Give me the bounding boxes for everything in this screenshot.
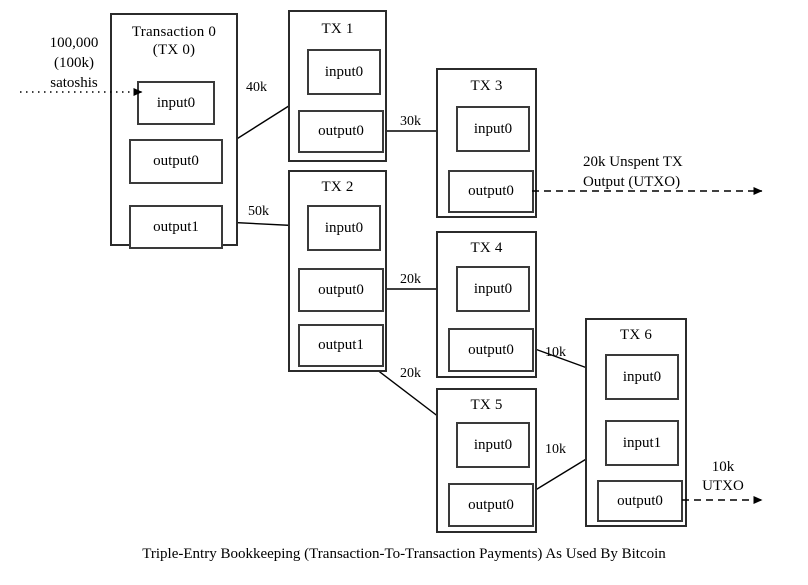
slot-tx2-output1[interactable]: output1	[298, 324, 384, 367]
slot-label: input0	[324, 63, 364, 80]
slot-label: output0	[468, 341, 514, 358]
transaction-title-tx3: TX 3	[470, 78, 503, 94]
transaction-box-tx0[interactable]: Transaction 0 (TX 0) input0 output0 outp…	[110, 13, 238, 249]
slot-tx6-output0[interactable]: output0	[597, 480, 683, 522]
slot-tx5-input0[interactable]: input0	[456, 422, 530, 468]
slot-tx0-input0[interactable]: input0	[137, 81, 215, 125]
utxo-label-tx6-output: 10k UTXO	[702, 459, 744, 494]
slot-tx5-output0[interactable]: output0	[448, 483, 534, 527]
slot-label: output0	[318, 281, 364, 298]
source-amount-label: 100,000 (100k) satoshis	[49, 35, 99, 91]
slot-tx0-output1[interactable]: output1	[129, 205, 223, 249]
slot-tx3-output0[interactable]: output0	[448, 170, 534, 213]
slot-label: input1	[622, 434, 662, 451]
slot-label: output0	[468, 183, 514, 199]
transaction-box-tx2[interactable]: TX 2 input0 output0 output1	[288, 170, 387, 372]
flow-label-tx5-out0-to-tx6: 10k	[545, 442, 566, 457]
flow-label-tx2-out1-to-tx5: 20k	[400, 366, 421, 381]
slot-tx3-input0[interactable]: input0	[456, 106, 530, 152]
slot-label: output0	[468, 496, 514, 513]
slot-tx1-input0[interactable]: input0	[307, 49, 381, 95]
transaction-box-tx5[interactable]: TX 5 input0 output0	[436, 388, 537, 533]
slot-tx4-input0[interactable]: input0	[456, 266, 530, 312]
slot-label: output0	[617, 492, 663, 509]
flow-label-tx0-out1-to-tx2: 50k	[248, 204, 269, 219]
slot-tx1-output0[interactable]: output0	[298, 110, 384, 153]
slot-label: output1	[153, 218, 199, 235]
utxo-label-tx3-output: 20k Unspent TX Output (UTXO)	[583, 154, 683, 190]
flow-label-tx2-out0-to-tx4: 20k	[400, 272, 421, 287]
slot-tx6-input1[interactable]: input1	[605, 420, 679, 466]
slot-tx2-output0[interactable]: output0	[298, 268, 384, 312]
transaction-box-tx4[interactable]: TX 4 input0 output0	[436, 231, 537, 378]
slot-label: input0	[473, 280, 513, 297]
transaction-title-tx4: TX 4	[470, 240, 503, 256]
slot-tx2-input0[interactable]: input0	[307, 205, 381, 251]
transaction-title-tx6: TX 6	[619, 327, 653, 343]
slot-label: input0	[622, 368, 662, 385]
flow-label-tx0-out0-to-tx1: 40k	[246, 80, 267, 95]
transaction-title-tx2: TX 2	[321, 179, 354, 195]
slot-label: output0	[318, 123, 364, 139]
flow-label-tx1-out0-to-tx3: 30k	[400, 114, 421, 129]
slot-label: input0	[473, 120, 513, 137]
slot-tx6-input0[interactable]: input0	[605, 354, 679, 400]
slot-label: output1	[318, 337, 364, 353]
transaction-box-tx1[interactable]: TX 1 input0 output0	[288, 10, 387, 162]
transaction-title-tx0: Transaction 0 (TX 0)	[131, 24, 217, 58]
slot-label: input0	[473, 436, 513, 453]
transaction-title-tx5: TX 5	[470, 397, 503, 413]
slot-tx0-output0[interactable]: output0	[129, 139, 223, 184]
flow-label-tx4-out0-to-tx6: 10k	[545, 345, 566, 360]
transaction-title-tx1: TX 1	[321, 21, 354, 37]
transaction-box-tx3[interactable]: TX 3 input0 output0	[436, 68, 537, 218]
slot-label: output0	[153, 153, 199, 169]
diagram-caption: Triple-Entry Bookkeeping (Transaction-To…	[142, 546, 666, 562]
slot-label: input0	[324, 219, 364, 236]
transaction-box-tx6[interactable]: TX 6 input0 input1 output0	[585, 318, 687, 527]
slot-tx4-output0[interactable]: output0	[448, 328, 534, 372]
slot-label: input0	[156, 94, 196, 111]
